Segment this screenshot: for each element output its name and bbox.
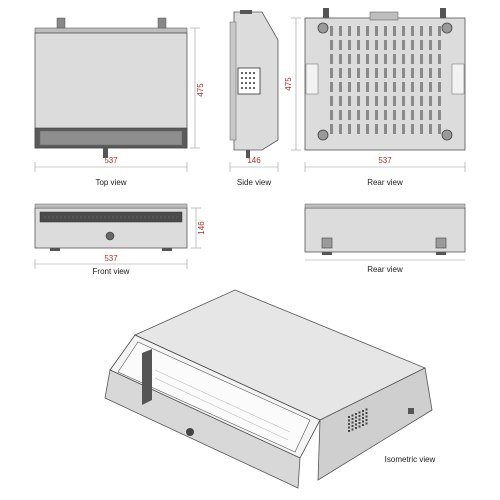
top-view-width-dim: 537: [104, 156, 118, 165]
rear-view-top: 475 537 Rear view: [284, 8, 466, 187]
isometric-view-label: Isometric view: [385, 455, 436, 464]
rear-view-bottom: Rear view: [304, 203, 466, 274]
rear-vent-grid: [330, 26, 441, 134]
isometric-vent: [348, 408, 368, 432]
front-view-height-dim: 146: [197, 221, 206, 235]
side-view: 146 Side view: [229, 10, 279, 187]
rear-view-bottom-label: Rear view: [367, 265, 403, 274]
top-view: 475 537 Top view: [34, 17, 205, 187]
isometric-view: Isometric view: [104, 289, 436, 489]
rear-view-height-dim: 475: [284, 77, 293, 91]
side-view-width-dim: 146: [247, 156, 261, 165]
top-view-label: Top view: [95, 178, 126, 187]
front-view-label: Front view: [93, 267, 130, 276]
rear-view-width-dim: 537: [378, 156, 392, 165]
front-view-width-dim: 537: [104, 254, 118, 263]
top-view-height-dim: 475: [196, 83, 205, 97]
side-view-label: Side view: [237, 178, 271, 187]
front-view: 146 537 Front view: [34, 203, 206, 276]
rear-view-top-label: Rear view: [367, 178, 403, 187]
